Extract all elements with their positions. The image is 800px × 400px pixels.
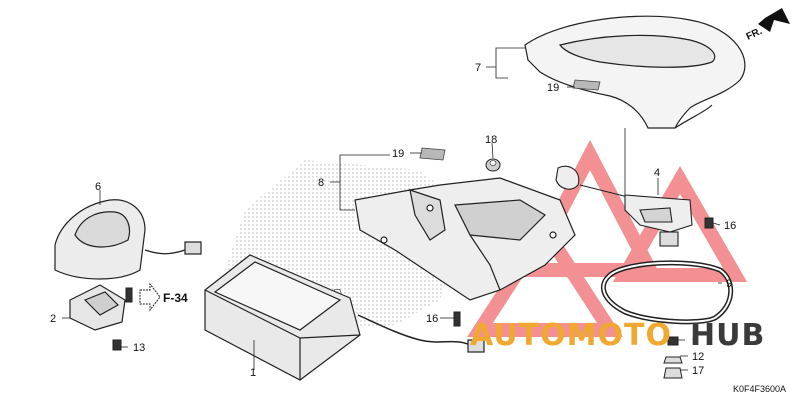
- callout-13: 13: [133, 342, 145, 354]
- callout-19-upper: 19: [547, 82, 559, 94]
- callout-16-lower: 16: [426, 313, 438, 325]
- part-9-seal: [600, 260, 734, 325]
- front-indicator-label: FR.: [745, 26, 764, 43]
- callout-18: 18: [485, 134, 497, 146]
- f34-reference-arrow: F-34: [139, 282, 188, 312]
- part-4-license-light: [555, 165, 693, 247]
- callout-6: 6: [95, 181, 101, 193]
- part-2-license-housing: [69, 284, 126, 331]
- callout-16-right: 16: [724, 220, 736, 232]
- part-1-tail-light: [204, 254, 485, 381]
- callout-8: 8: [318, 177, 324, 189]
- diagram-code: K0F4F3600A: [733, 384, 786, 394]
- callout-labels: 1 2 4 5 6 7 8 9 12 13 16 16 17 18 19 19: [50, 62, 736, 379]
- callout-4: 4: [654, 167, 660, 179]
- watermark-part1: AUTOMOTO: [470, 318, 672, 353]
- leader-lines: [62, 47, 722, 371]
- callout-7: 7: [475, 62, 481, 74]
- callout-17: 17: [692, 365, 704, 377]
- part-18-grommet: [485, 158, 501, 172]
- part-6-license-lens: [54, 199, 202, 280]
- callout-2: 2: [50, 313, 56, 325]
- callout-5: 5: [692, 335, 698, 347]
- automotohub-watermark: AUTOMOTO HUB: [470, 318, 765, 353]
- cross-reference-label: F-34: [163, 291, 188, 305]
- part-19-pad-upper: [572, 79, 601, 91]
- part-7-rear-cover: [524, 15, 746, 129]
- part-8-rear-fender: [354, 177, 576, 301]
- watermark-part2: HUB: [690, 318, 765, 353]
- callout-9: 9: [726, 278, 732, 290]
- front-arrow-icon: FR.: [745, 8, 790, 43]
- callout-12: 12: [692, 351, 704, 363]
- callout-19-lower: 19: [392, 148, 404, 160]
- part-19-pad-lower: [419, 147, 446, 161]
- fastener-parts: [112, 217, 714, 379]
- callout-1: 1: [250, 367, 256, 379]
